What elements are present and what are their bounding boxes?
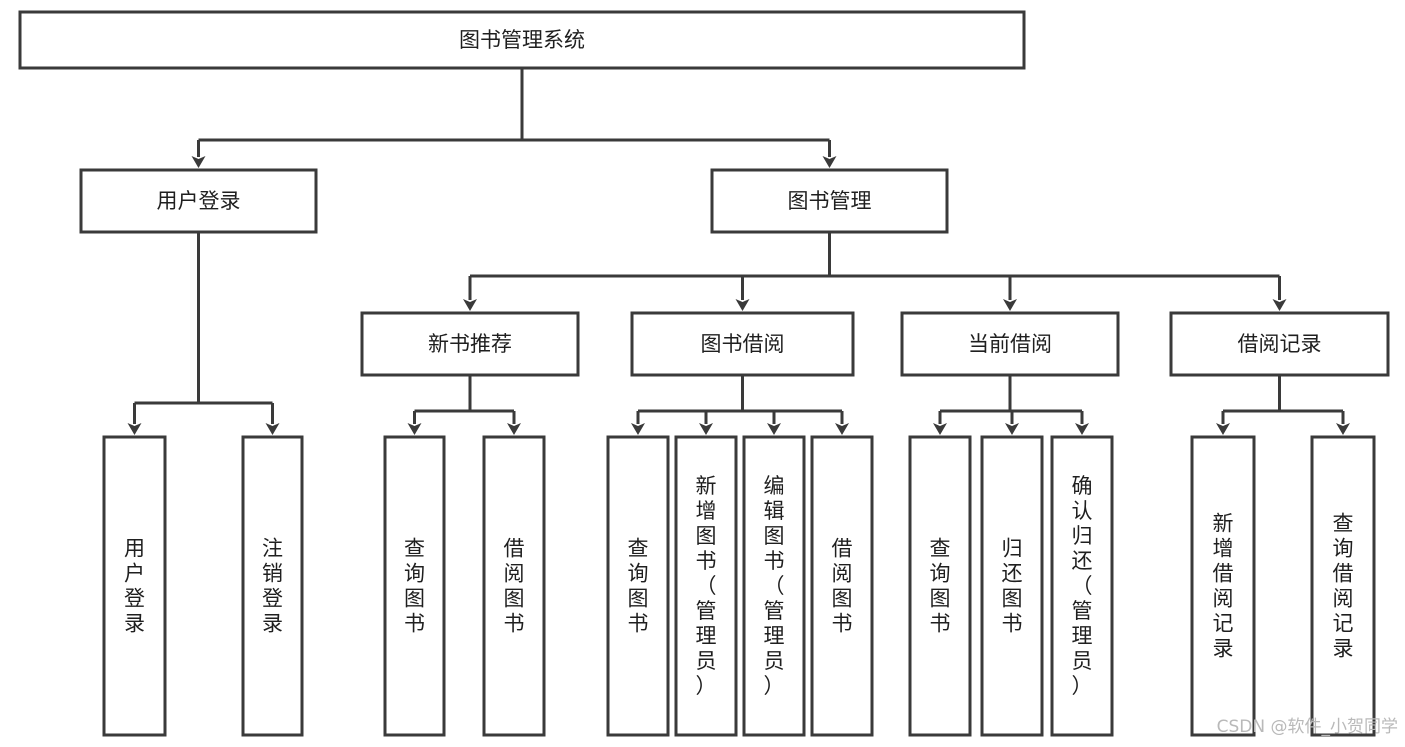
leaf-user-login-label: 用户登录 bbox=[124, 537, 145, 636]
leaf-return-book-box[interactable] bbox=[980, 435, 1044, 737]
leaf-logout-box[interactable] bbox=[241, 435, 304, 737]
book-manage-box[interactable] bbox=[710, 168, 949, 234]
leaf-borrow-book-2-box[interactable] bbox=[810, 435, 874, 737]
leaf-query-record-box[interactable] bbox=[1310, 435, 1376, 737]
leaf-add-record-label: 新增借阅记录 bbox=[1213, 512, 1234, 661]
root-node-box[interactable] bbox=[18, 10, 1026, 70]
leaf-query-record-label: 查询借阅记录 bbox=[1333, 512, 1354, 661]
leaf-add-book-label: 新增图书（管理员） bbox=[696, 474, 717, 698]
csdn-watermark: CSDN @软件_小贺同学 bbox=[1217, 717, 1398, 737]
leaf-edit-book-box[interactable] bbox=[742, 435, 806, 737]
leaf-confirm-return-box[interactable] bbox=[1050, 435, 1114, 737]
new-book-recommend-label: 新书推荐 bbox=[428, 332, 512, 356]
book-borrow-box[interactable] bbox=[630, 311, 855, 377]
leaf-borrow-book-2-label: 借阅图书 bbox=[832, 537, 853, 636]
current-borrow-label: 当前借阅 bbox=[968, 332, 1052, 356]
leaf-add-book-box[interactable] bbox=[674, 435, 738, 737]
leaf-borrow-book-1-box[interactable] bbox=[482, 435, 546, 737]
borrow-record-box[interactable] bbox=[1169, 311, 1390, 377]
node-labels: 图书管理系统用户登录图书管理新书推荐图书借阅当前借阅借阅记录用户登录注销登录查询… bbox=[124, 28, 1354, 698]
leaf-query-book-3-label: 查询图书 bbox=[930, 537, 951, 636]
leaf-confirm-return-label: 确认归还（管理员） bbox=[1072, 474, 1093, 698]
new-book-recommend-box[interactable] bbox=[360, 311, 580, 377]
leaf-return-book-label: 归还图书 bbox=[1002, 537, 1023, 636]
leaf-query-book-2-label: 查询图书 bbox=[628, 537, 649, 636]
leaf-query-book-1-label: 查询图书 bbox=[404, 537, 425, 636]
leaf-query-book-3-box[interactable] bbox=[908, 435, 972, 737]
leaf-edit-book-label: 编辑图书（管理员） bbox=[764, 474, 785, 698]
leaf-add-record-box[interactable] bbox=[1190, 435, 1256, 737]
book-borrow-label: 图书借阅 bbox=[701, 332, 785, 356]
leaf-query-book-2-box[interactable] bbox=[606, 435, 670, 737]
current-borrow-box[interactable] bbox=[900, 311, 1120, 377]
user-login-label: 用户登录 bbox=[157, 189, 241, 213]
user-login-box[interactable] bbox=[79, 168, 318, 234]
leaf-query-book-1-box[interactable] bbox=[383, 435, 446, 737]
borrow-record-label: 借阅记录 bbox=[1238, 332, 1322, 356]
node-boxes bbox=[18, 10, 1390, 737]
leaf-borrow-book-1-label: 借阅图书 bbox=[504, 537, 525, 636]
root-node-label: 图书管理系统 bbox=[459, 28, 585, 52]
leaf-logout-label: 注销登录 bbox=[262, 537, 283, 636]
connector-lines bbox=[127, 68, 1350, 435]
book-manage-label: 图书管理 bbox=[788, 189, 872, 213]
leaf-user-login-box[interactable] bbox=[102, 435, 167, 737]
